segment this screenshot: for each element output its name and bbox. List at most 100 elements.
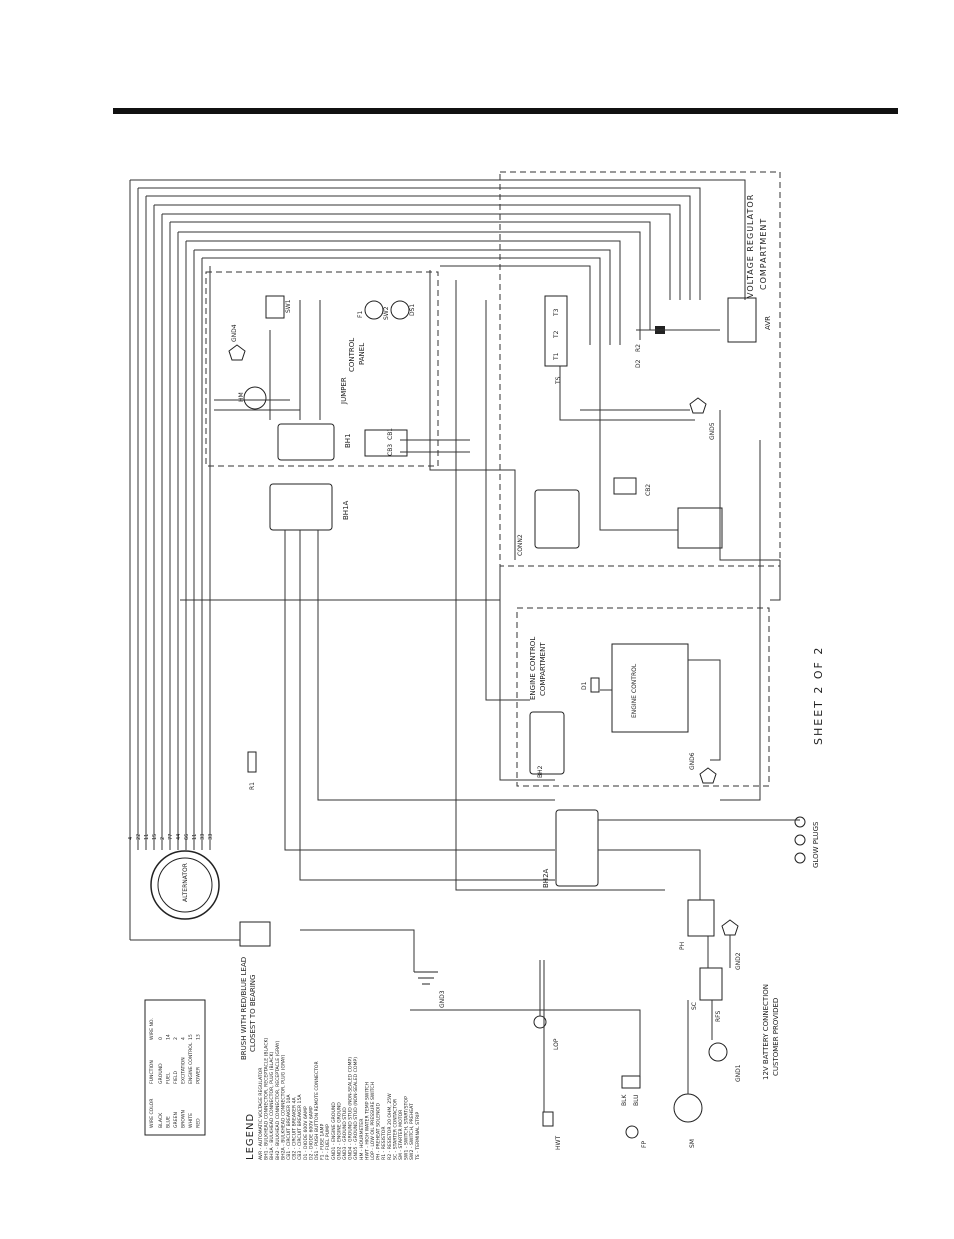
legend-item: D1 - DIODE 600V 6AMP: [303, 1106, 309, 1160]
wire-number-label: 15: [152, 834, 158, 840]
voltage-regulator-compartment: [499, 171, 781, 567]
fp-label: FP: [641, 1141, 648, 1148]
legend-item: SW2 - SWITCH, PREHEAT: [409, 1103, 415, 1160]
bh2a-connector: [555, 809, 599, 887]
bh1-label: BH1: [344, 433, 352, 448]
legend-item: GND5 - GROUND STUD (NON-SEALED COMP): [353, 1057, 359, 1160]
battery-note-1: 12V BATTERY CONNECTION: [762, 984, 770, 1080]
legend-item: SW1 - SWITCH, START/STOP: [404, 1096, 410, 1160]
cb3-label: CB3: [387, 444, 394, 456]
brush-note-1: BRUSH WITH RED/BLUE LEAD: [240, 957, 248, 1060]
receptacle-block: [677, 507, 723, 549]
alternator-label: ALTERNATOR: [182, 863, 189, 902]
legend-item: GND2 - ENGINE GROUND: [336, 1102, 342, 1160]
legend-item: LOP - LOW OIL PRESSURE SWITCH: [370, 1082, 376, 1160]
wire-table-header: WIRE COLOR: [149, 1098, 155, 1128]
gnd6-label: GND6: [689, 752, 696, 770]
sw1-label: SW1: [285, 299, 292, 313]
control-panel-label-1: CONTROL: [348, 338, 356, 372]
wire-number-label: 33: [208, 834, 214, 840]
gnd6-icon: [699, 767, 717, 784]
sw2-label: SW2: [383, 306, 390, 320]
hm-label: HM: [238, 392, 245, 402]
engine-control-label: ENGINE CONTROL: [631, 663, 638, 718]
avr-label: AVR: [764, 316, 772, 330]
f1-label: F1: [357, 311, 364, 318]
legend-item: SM - STARTER MOTOR: [398, 1109, 404, 1160]
wire-number-label: 66: [184, 834, 190, 840]
wire-table-cell: GROUND: [158, 1063, 164, 1084]
wire-table-cell: 0: [158, 1037, 164, 1040]
hwt-label: HWT: [555, 1136, 562, 1150]
legend-item: DS1 - PUSH BUTTON REMOTE CONNECTOR: [314, 1060, 320, 1160]
wire-table-cell: FUEL: [166, 1072, 172, 1084]
wire-number-label: 44: [176, 834, 182, 840]
battery-note-2: CUSTOMER PROVIDED: [772, 998, 780, 1076]
wire-color-table: [144, 999, 206, 1136]
wire-table-cell: GREEN: [173, 1112, 179, 1128]
wire-table-cell: BLACK: [158, 1112, 164, 1128]
wire-table-cell: FIELD: [173, 1071, 179, 1084]
legend-item: BH2 - BULKHEAD CONNECTOR, RECEPTACLE (GR…: [275, 1040, 281, 1160]
legend-item: TS - TERMINAL STRIP: [415, 1112, 421, 1161]
wire-number-label: 33: [200, 834, 206, 840]
cb2-breaker: [613, 477, 637, 495]
bh1a-connector: [269, 483, 333, 531]
legend-item: F1 - FUSE 1AMP: [320, 1124, 326, 1160]
gnd1-icon: [708, 1042, 728, 1062]
gnd2-icon: [721, 919, 739, 936]
wire-table-cell: 13: [196, 1034, 202, 1040]
jumper-block: [364, 429, 408, 457]
wire-table-cell: WHITE: [188, 1113, 194, 1128]
wire-table-cell: BROWN: [181, 1110, 187, 1128]
wire-number-label: 4: [128, 837, 134, 840]
wire-number-label: 22: [136, 834, 142, 840]
f1-icon: [364, 300, 384, 320]
sm-label: SM: [689, 1139, 696, 1148]
brush-connector: [239, 921, 271, 947]
sheet-label: SHEET 2 OF 2: [812, 646, 825, 745]
ec-compartment-label-1: ENGINE CONTROL: [529, 637, 537, 700]
legend-item: HWT - HIGH WATER TEMP SWITCH: [364, 1082, 370, 1160]
vr-compartment-label-1: VOLTAGE REGULATOR: [746, 194, 755, 298]
wire-number-label: 77: [168, 834, 174, 840]
legend-item: R1 - RESISTOR: [381, 1126, 387, 1160]
wire-table-cell: RED: [196, 1118, 202, 1128]
legend-item: CB1 - CIRCUIT BREAKER 10A: [286, 1094, 292, 1160]
bh2a-label: BH2A: [542, 868, 550, 888]
legend-item: SC - STARTER CONTACTOR: [392, 1098, 398, 1160]
legend-item: PH - PREHEAT SOLENOID: [376, 1103, 382, 1160]
legend-item: AVR - AUTOMATIC VOLTAGE REGULATOR: [258, 1067, 264, 1160]
avr-module: [727, 297, 757, 343]
starter-contactor: [699, 967, 723, 1001]
conn2-connector: [534, 489, 580, 549]
wire-bundle-left: [129, 180, 211, 940]
gnd4-label: GND4: [231, 324, 238, 342]
ts-t3: T3: [553, 308, 560, 317]
gnd1-label: GND1: [735, 1064, 742, 1082]
gnd2-label: GND2: [735, 952, 742, 970]
ts-label: TS: [555, 376, 562, 385]
vr-compartment-label-2: COMPARTMENT: [759, 218, 768, 290]
engine-control-compartment: [516, 607, 770, 787]
wire-number-label: 11: [192, 834, 198, 840]
d1-label: D1: [581, 681, 588, 690]
fuel-pump-connector: [621, 1075, 641, 1089]
legend-item: HM - HOURMETER: [359, 1118, 365, 1160]
rfs-label: RFS: [715, 1010, 722, 1022]
wire-table-header: FUNCTION: [149, 1060, 155, 1084]
alternator: ALTERNATOR: [150, 850, 220, 920]
terminal-strip: [544, 295, 568, 367]
cb2-label: CB2: [645, 484, 652, 496]
legend-item: GND4 - GROUND STUD (NON-SEALED COMP): [348, 1057, 354, 1160]
r2-label: R2: [635, 344, 642, 352]
hwt-icon: [542, 1111, 554, 1127]
control-panel-internals: [228, 295, 410, 461]
legend-item: FP - FUEL PUMP: [325, 1124, 331, 1160]
lop-label: LOP: [553, 1038, 560, 1050]
wire-table-cell: 14: [166, 1034, 172, 1040]
wire-table-cell: BLUE: [166, 1116, 172, 1128]
